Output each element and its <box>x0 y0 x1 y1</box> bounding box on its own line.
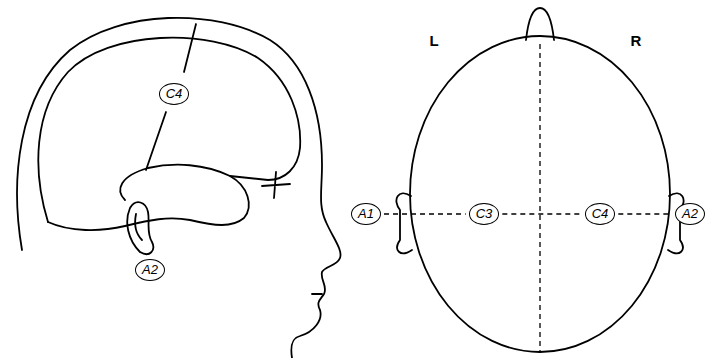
mouth-line <box>312 293 322 295</box>
brain-outline <box>38 38 300 222</box>
dashed-connector <box>384 213 466 214</box>
nose <box>526 8 554 40</box>
electrode-circle: C4 <box>159 83 190 105</box>
electrode-label: C4 <box>166 87 183 101</box>
side-label: R <box>631 32 642 49</box>
eye-mark <box>262 172 290 198</box>
dashed-connector <box>502 213 581 214</box>
ear-inner <box>135 214 142 240</box>
head-profile <box>17 18 340 358</box>
electrode-label: A1 <box>358 207 374 221</box>
left-ear <box>396 193 412 253</box>
electrode-circle: A1 <box>351 203 381 225</box>
dashed-connector <box>618 213 672 214</box>
electrode-circle: A2 <box>135 259 165 281</box>
electrode-label: C3 <box>476 207 493 221</box>
midline <box>539 44 540 352</box>
electrode-circle: A2 <box>675 203 705 225</box>
electrode-label: A2 <box>142 263 158 277</box>
electrode-circle: C3 <box>469 203 500 225</box>
electrode-circle: C4 <box>585 203 616 225</box>
central-line <box>146 24 196 170</box>
head-top-view <box>410 36 670 352</box>
electrode-label: A2 <box>682 207 698 221</box>
side-label: L <box>429 32 438 49</box>
ear <box>127 202 153 254</box>
electrode-label: C4 <box>592 207 609 221</box>
